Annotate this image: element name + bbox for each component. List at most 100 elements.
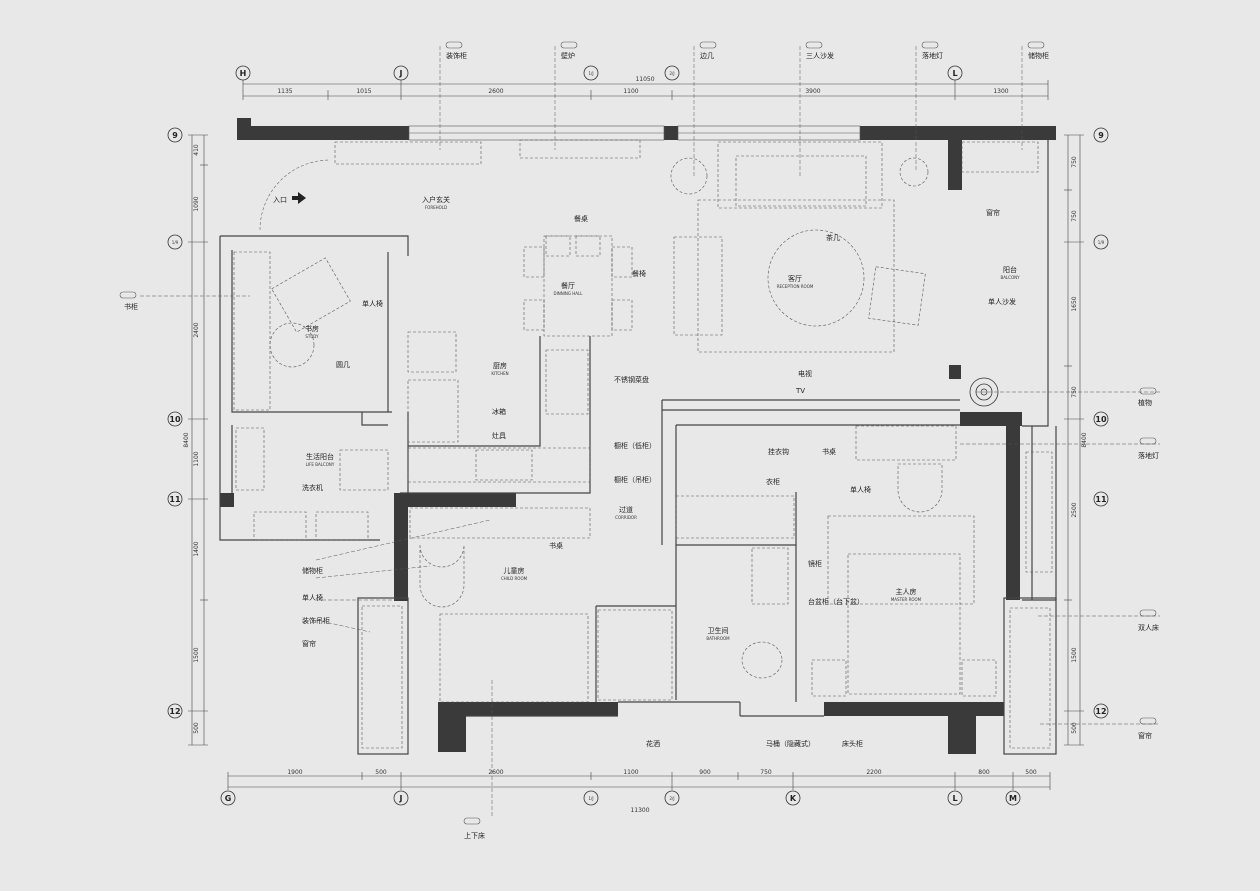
- dim-bottom-9: 500: [1025, 769, 1037, 776]
- dim-top-2: 1015: [356, 88, 371, 95]
- label-single-chair-2: 单人椅: [302, 593, 323, 602]
- room-life-balcony-en: LIFE BALCONY: [306, 462, 335, 467]
- axis-right-12: 12: [1095, 707, 1106, 716]
- label-tea-table: 茶几: [826, 233, 840, 242]
- label-bunk: 上下床: [464, 831, 485, 840]
- dim-bottom-2: 500: [375, 769, 387, 776]
- label-dining-chair: 餐椅: [632, 269, 646, 278]
- label-three-seat-sofa: 三人沙发: [806, 51, 834, 60]
- room-balcony-en: BALCONY: [1000, 275, 1020, 280]
- label-bookshelf: 书柜: [124, 302, 138, 311]
- room-master-en: MASTER ROOM: [891, 597, 922, 602]
- dim-left-1: 410: [193, 144, 200, 156]
- room-child: 儿童房: [504, 566, 525, 575]
- label-curtain-right: 窗帘: [986, 208, 1000, 217]
- axis-right-9: 9: [1098, 131, 1104, 140]
- axis-bubbles-top: [235, 65, 963, 81]
- axis-top-L: L: [952, 69, 957, 78]
- dim-right-7: 500: [1071, 722, 1078, 734]
- label-tv-cabinet: 电视: [798, 369, 812, 378]
- axis-bottom-M: M: [1009, 794, 1017, 803]
- axis-top-J: J: [399, 69, 403, 78]
- label-washer: 洗衣机: [302, 483, 323, 492]
- label-deco-cabinet: 装饰柜: [446, 51, 467, 60]
- axis-top-2J: 2/J: [669, 71, 674, 76]
- axis-bubbles-bottom: [220, 790, 1021, 806]
- label-floor-lamp: 落地灯: [922, 51, 943, 60]
- label-hang-cabinet: 橱柜（吊柜）: [614, 475, 656, 484]
- dim-left-6: 1500: [193, 647, 200, 662]
- label-shower: 花洒: [646, 739, 660, 748]
- axis-left-9: 9: [172, 131, 178, 140]
- dim-right-1: 750: [1071, 156, 1078, 168]
- dim-left-5: 1400: [193, 541, 200, 556]
- dim-right-total: 8400: [1081, 432, 1088, 447]
- dim-left-4: 1100: [193, 451, 200, 466]
- label-low-cabinet: 橱柜（低柜）: [614, 441, 656, 450]
- room-living: 客厅: [788, 274, 802, 283]
- room-dining-en: DINNING HALL: [554, 291, 584, 296]
- dim-left-7: 500: [193, 722, 200, 734]
- label-plant: 植物: [1138, 398, 1152, 407]
- label-dining-table: 餐桌: [574, 214, 588, 223]
- dim-bottom-6: 750: [760, 769, 772, 776]
- room-entrance: 入户玄关: [422, 195, 450, 204]
- room-bath: 卫生间: [708, 626, 729, 635]
- dim-bottom-5: 900: [699, 769, 711, 776]
- dim-right-3: 1650: [1071, 296, 1078, 311]
- dim-top-4: 1100: [623, 88, 638, 95]
- label-stove: 灶具: [492, 431, 506, 440]
- label-tv: TV: [795, 387, 805, 395]
- room-study-en: STUDY: [305, 334, 319, 339]
- axis-bottom-L: L: [952, 794, 957, 803]
- room-entrance-en: FOREHOLD: [425, 205, 447, 210]
- label-mirror-cabinet: 镜柜: [808, 559, 822, 568]
- entrance-door-swing: [259, 159, 331, 231]
- axis-left-1-9: 1/9: [172, 240, 179, 245]
- axis-top-H: H: [240, 69, 247, 78]
- label-single-chair-3: 单人椅: [850, 485, 871, 494]
- axis-left-11: 11: [169, 495, 181, 504]
- room-dining: 餐厅: [561, 281, 575, 290]
- axis-right-10: 10: [1095, 415, 1107, 424]
- label-deco-hang: 装饰吊柜: [302, 616, 330, 625]
- axis-bottom-2J: 2/J: [669, 796, 674, 801]
- furniture: [233, 139, 1053, 749]
- room-living-en: RECEPTION ROOM: [777, 284, 814, 289]
- dim-left-total: 8400: [183, 432, 190, 447]
- label-toilet: 马桶（隐藏式）: [766, 739, 815, 748]
- dim-left-3: 2400: [193, 322, 200, 337]
- dim-bottom-1: 1900: [287, 769, 302, 776]
- dim-right-2: 750: [1071, 210, 1078, 222]
- dim-bottom-7: 2200: [866, 769, 881, 776]
- axis-bottom-J: J: [399, 794, 403, 803]
- room-bath-en: BATHROOM: [706, 636, 730, 641]
- dim-bottom-8: 800: [978, 769, 990, 776]
- label-stainless-sink: 不锈钢菜盘: [614, 375, 649, 384]
- room-corridor: 过道: [619, 505, 633, 514]
- dimension-lines: [188, 80, 1084, 790]
- axis-bubbles-left: [167, 127, 183, 719]
- label-floor-lamp-2: 落地灯: [1138, 451, 1159, 460]
- axis-left-12: 12: [169, 707, 180, 716]
- label-hanging: 挂衣钩: [768, 447, 789, 456]
- label-fridge: 冰箱: [492, 407, 506, 416]
- room-master: 主人房: [896, 587, 917, 596]
- dim-top-6: 1300: [993, 88, 1008, 95]
- axis-right-1-9: 1/9: [1098, 240, 1105, 245]
- entry-arrow-icon: [292, 192, 306, 204]
- label-wardrobe: 衣柜: [766, 477, 780, 486]
- dim-top-3: 2600: [488, 88, 503, 95]
- dim-top-1: 1135: [277, 88, 292, 95]
- dim-bottom-3: 2600: [488, 769, 503, 776]
- room-balcony: 阳台: [1003, 265, 1017, 274]
- room-kitchen-en: KITCHEN: [491, 371, 508, 376]
- label-desk: 书桌: [549, 541, 563, 550]
- axis-bottom-G: G: [225, 794, 232, 803]
- axis-right-11: 11: [1095, 495, 1107, 504]
- label-single-chair: 单人椅: [362, 299, 383, 308]
- label-double-bed: 双人床: [1138, 623, 1159, 632]
- dim-top-total: 11050: [635, 76, 654, 83]
- axis-bottom-K: K: [790, 794, 797, 803]
